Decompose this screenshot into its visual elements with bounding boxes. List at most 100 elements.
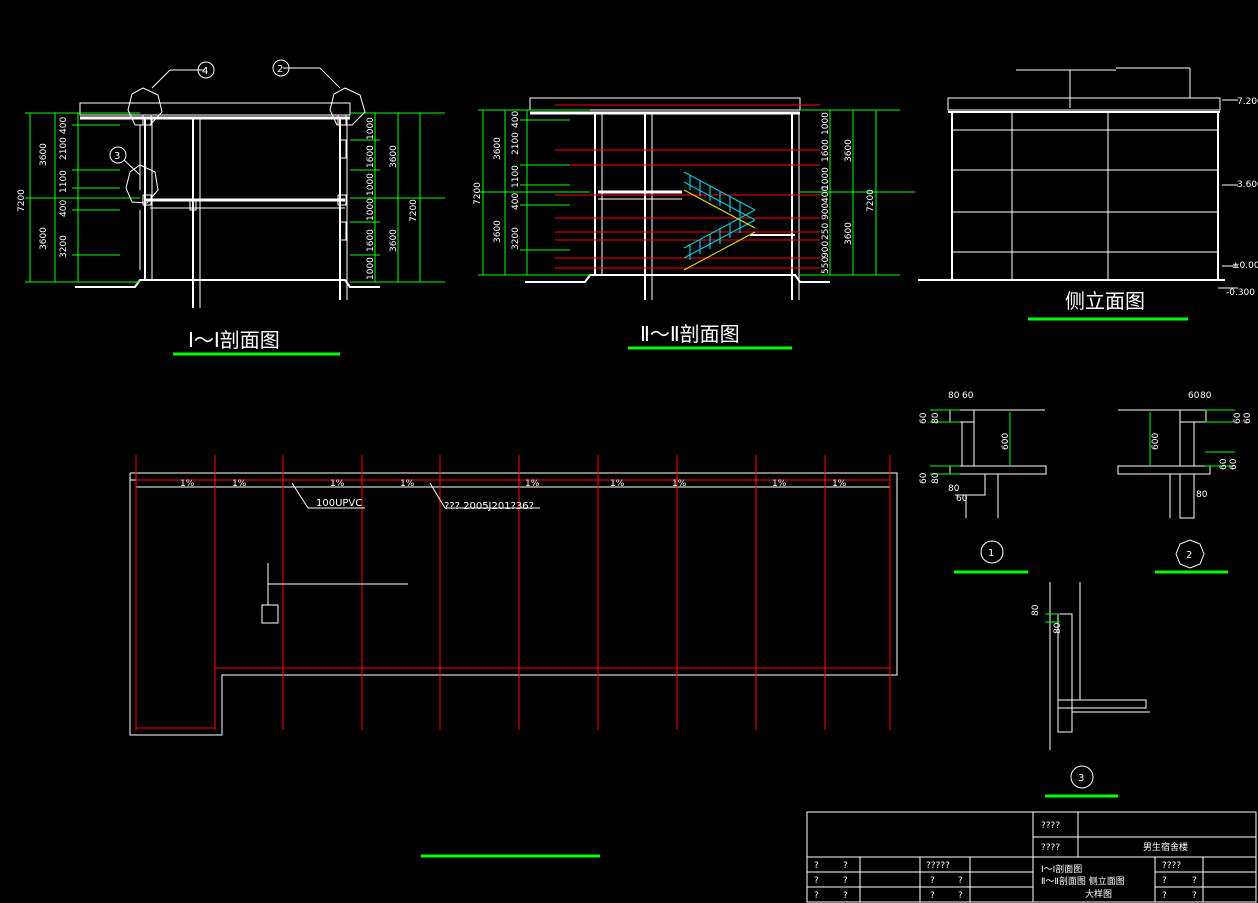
detail-3	[1045, 582, 1150, 798]
svg-text:3200: 3200	[511, 227, 521, 250]
svg-text:1%: 1%	[180, 479, 195, 489]
detail-3-marker: 3	[1078, 773, 1084, 784]
svg-text:3600: 3600	[39, 227, 49, 250]
svg-text:1%: 1%	[232, 479, 247, 489]
section-2-2	[478, 97, 915, 350]
svg-text:1%: 1%	[672, 479, 687, 489]
svg-text:1%: 1%	[832, 479, 847, 489]
side-level-7200: 7.200	[1237, 97, 1258, 107]
svg-text:400: 400	[511, 193, 521, 210]
svg-text:60: 60	[919, 412, 929, 424]
svg-text:3600: 3600	[39, 143, 49, 166]
spec-note: ??? 2005J201?36?	[444, 501, 534, 512]
svg-text:400: 400	[59, 200, 69, 217]
svg-text:60: 60	[956, 494, 968, 504]
tb-c10: ?	[930, 891, 935, 901]
svg-text:7200: 7200	[17, 189, 27, 212]
tb-r3: ?	[1192, 876, 1197, 886]
section-1-1	[25, 59, 445, 356]
svg-text:60: 60	[962, 391, 974, 401]
svg-text:600: 600	[1151, 433, 1161, 450]
svg-text:7200: 7200	[409, 199, 419, 222]
side-level-3600: 3.600	[1237, 180, 1258, 190]
svg-text:7200: 7200	[866, 189, 876, 212]
tb-cell-b: ????	[1041, 843, 1060, 853]
svg-text:2100: 2100	[59, 137, 69, 160]
svg-text:7200: 7200	[473, 182, 483, 205]
detail-1-marker: 1	[988, 548, 994, 559]
svg-text:900: 900	[821, 203, 831, 220]
svg-text:900: 900	[821, 241, 831, 258]
svg-text:2100: 2100	[511, 132, 521, 155]
tb-c6: ?	[930, 876, 935, 886]
section-2-title: Ⅱ～Ⅱ剖面图	[640, 322, 740, 346]
svg-text:1600: 1600	[366, 145, 376, 168]
svg-text:3600: 3600	[844, 139, 854, 162]
svg-text:80: 80	[1200, 391, 1212, 401]
svg-text:80: 80	[931, 412, 941, 424]
pipe-note: 100UPVC	[316, 498, 362, 509]
callout-4: 4	[202, 66, 208, 77]
svg-text:1000: 1000	[366, 117, 376, 140]
svg-text:1%: 1%	[610, 479, 625, 489]
svg-text:3600: 3600	[389, 145, 399, 168]
svg-text:80: 80	[1053, 622, 1063, 634]
detail-2-marker: 2	[1186, 550, 1192, 561]
svg-text:1100: 1100	[59, 170, 69, 193]
roof-slope-labels: 1% 1% 1% 1% 1% 1% 1% 1% 1%	[180, 479, 847, 489]
tb-r4: ?	[1162, 891, 1167, 901]
tb-c8: ?	[814, 891, 819, 901]
svg-text:80: 80	[1196, 490, 1208, 500]
svg-text:400: 400	[59, 117, 69, 134]
svg-text:60: 60	[1229, 458, 1239, 470]
tb-r5: ?	[1192, 891, 1197, 901]
section-1-right-dims: 1000 1600 1000 1000 1600 1000 3600 3600 …	[366, 117, 419, 280]
svg-text:1000: 1000	[366, 198, 376, 221]
tb-drawings-1: Ⅰ～Ⅰ剖面图	[1041, 863, 1082, 875]
svg-text:60: 60	[1243, 412, 1253, 424]
svg-text:80: 80	[1031, 604, 1041, 616]
svg-text:60: 60	[1188, 391, 1200, 401]
tb-cell-a: ????	[1041, 821, 1060, 831]
roof-plan	[129, 455, 898, 858]
section-2-left-dims: 3600 3600 7200 400 2100 1100 400 3200	[473, 111, 521, 250]
svg-text:80: 80	[931, 472, 941, 484]
svg-text:3600: 3600	[493, 137, 503, 160]
svg-text:3600: 3600	[844, 222, 854, 245]
tb-drawings-2: Ⅱ～Ⅱ剖面图 侧立面图	[1041, 875, 1125, 887]
svg-text:1%: 1%	[330, 479, 345, 489]
svg-text:550: 550	[821, 257, 831, 274]
svg-text:400: 400	[821, 186, 831, 203]
svg-text:1600: 1600	[821, 139, 831, 162]
title-block	[806, 811, 1257, 903]
svg-text:3600: 3600	[493, 220, 503, 243]
svg-text:600: 600	[1001, 433, 1011, 450]
svg-text:80: 80	[948, 391, 960, 401]
svg-text:1000: 1000	[821, 112, 831, 135]
svg-text:1600: 1600	[366, 229, 376, 252]
detail-2-dims: 60 80 60 60 600 60 60 80	[1151, 391, 1253, 500]
callout-3: 3	[114, 151, 120, 162]
svg-text:1%: 1%	[772, 479, 787, 489]
svg-text:1000: 1000	[366, 257, 376, 280]
svg-text:1000: 1000	[366, 173, 376, 196]
svg-text:250: 250	[821, 223, 831, 240]
side-level-000: ±0.000	[1232, 261, 1258, 271]
side-elevation-title: 侧立面图	[1065, 289, 1145, 313]
tb-c9: ?	[843, 891, 848, 901]
svg-text:60: 60	[1233, 412, 1243, 424]
tb-c5: ?	[843, 876, 848, 886]
svg-text:1%: 1%	[400, 479, 415, 489]
tb-c4: ?	[814, 876, 819, 886]
svg-text:1100: 1100	[511, 165, 521, 188]
section-1-left-dims: 3600 3600 7200 400 2100 1100 400 3200	[17, 117, 69, 258]
svg-text:80: 80	[948, 484, 960, 494]
tb-drawings-3: 大样图	[1085, 888, 1112, 900]
svg-text:3200: 3200	[59, 235, 69, 258]
detail-2	[1117, 409, 1235, 574]
tb-r2: ?	[1162, 876, 1167, 886]
tb-r1: ????	[1162, 861, 1181, 871]
svg-text:1%: 1%	[525, 479, 540, 489]
section-2-right-dims: 1000 1600 1000 400 900 250 900 550 3600 …	[821, 112, 876, 274]
